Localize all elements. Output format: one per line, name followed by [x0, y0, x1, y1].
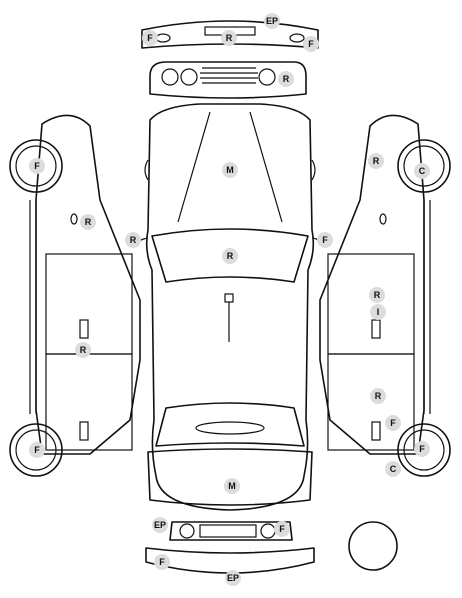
- svg-text:R: R: [375, 391, 382, 401]
- badge-windshield-r[interactable]: R: [222, 248, 238, 264]
- badge-front-bumper-ep[interactable]: EP: [264, 13, 280, 29]
- badge-rear-window-m[interactable]: M: [224, 478, 240, 494]
- badge-right-mirror-f[interactable]: F: [317, 232, 333, 248]
- badge-left-door-r[interactable]: R: [75, 342, 91, 358]
- svg-text:M: M: [228, 481, 236, 491]
- left-side-view: [29, 114, 141, 455]
- badge-left-front-wheel-f[interactable]: F: [29, 158, 45, 174]
- svg-text:F: F: [34, 161, 40, 171]
- badge-right-front-wheel-c[interactable]: C: [414, 163, 430, 179]
- left-rear-wheel: [9, 423, 63, 477]
- svg-text:EP: EP: [154, 520, 166, 530]
- svg-text:C: C: [390, 464, 397, 474]
- svg-text:F: F: [308, 39, 314, 49]
- svg-text:R: R: [227, 251, 234, 261]
- svg-text:I: I: [377, 307, 380, 317]
- svg-text:F: F: [419, 444, 425, 454]
- svg-text:R: R: [374, 290, 381, 300]
- badge-rear-ep[interactable]: EP: [152, 517, 168, 533]
- badge-rear-bumper-ep[interactable]: EP: [225, 570, 241, 586]
- right-side-view: [319, 114, 431, 455]
- badge-rear-bumper-f[interactable]: F: [154, 554, 170, 570]
- badge-right-door-r[interactable]: R: [369, 287, 385, 303]
- badge-left-mirror-r[interactable]: R: [125, 232, 141, 248]
- badge-left-rear-wheel-f[interactable]: F: [29, 442, 45, 458]
- spare-tire: [348, 521, 398, 571]
- badge-rear-f[interactable]: F: [274, 521, 290, 537]
- svg-text:F: F: [159, 557, 165, 567]
- svg-text:F: F: [322, 235, 328, 245]
- rear-section: [169, 521, 293, 541]
- badge-right-rear-f[interactable]: F: [385, 415, 401, 431]
- svg-text:F: F: [147, 33, 153, 43]
- svg-text:M: M: [226, 165, 234, 175]
- left-front-wheel: [9, 139, 63, 193]
- badge-left-fender-r[interactable]: R: [80, 214, 96, 230]
- front-grille: [149, 61, 307, 99]
- badge-right-fender-r[interactable]: R: [368, 153, 384, 169]
- badge-hood-m[interactable]: M: [222, 162, 238, 178]
- svg-text:F: F: [390, 418, 396, 428]
- rear-bumper: [145, 547, 315, 574]
- svg-text:F: F: [279, 524, 285, 534]
- svg-text:F: F: [34, 445, 40, 455]
- badge-right-door-i[interactable]: I: [370, 304, 386, 320]
- svg-text:R: R: [130, 235, 137, 245]
- badge-right-rear-door-r[interactable]: R: [370, 388, 386, 404]
- badge-front-bumper-left-f[interactable]: F: [142, 30, 158, 46]
- right-rear-wheel: [397, 423, 451, 477]
- svg-text:C: C: [419, 166, 426, 176]
- svg-text:EP: EP: [266, 16, 278, 26]
- badge-grille-r[interactable]: R: [278, 71, 294, 87]
- right-front-wheel: [397, 139, 451, 193]
- badge-front-bumper-r[interactable]: R: [221, 30, 237, 46]
- svg-text:R: R: [283, 74, 290, 84]
- svg-text:R: R: [85, 217, 92, 227]
- svg-text:R: R: [373, 156, 380, 166]
- svg-text:R: R: [226, 33, 233, 43]
- badge-front-bumper-right-f[interactable]: F: [303, 36, 319, 52]
- svg-text:R: R: [80, 345, 87, 355]
- svg-text:EP: EP: [227, 573, 239, 583]
- badge-right-rear-wheel-f[interactable]: F: [414, 441, 430, 457]
- badge-right-rear-c[interactable]: C: [385, 461, 401, 477]
